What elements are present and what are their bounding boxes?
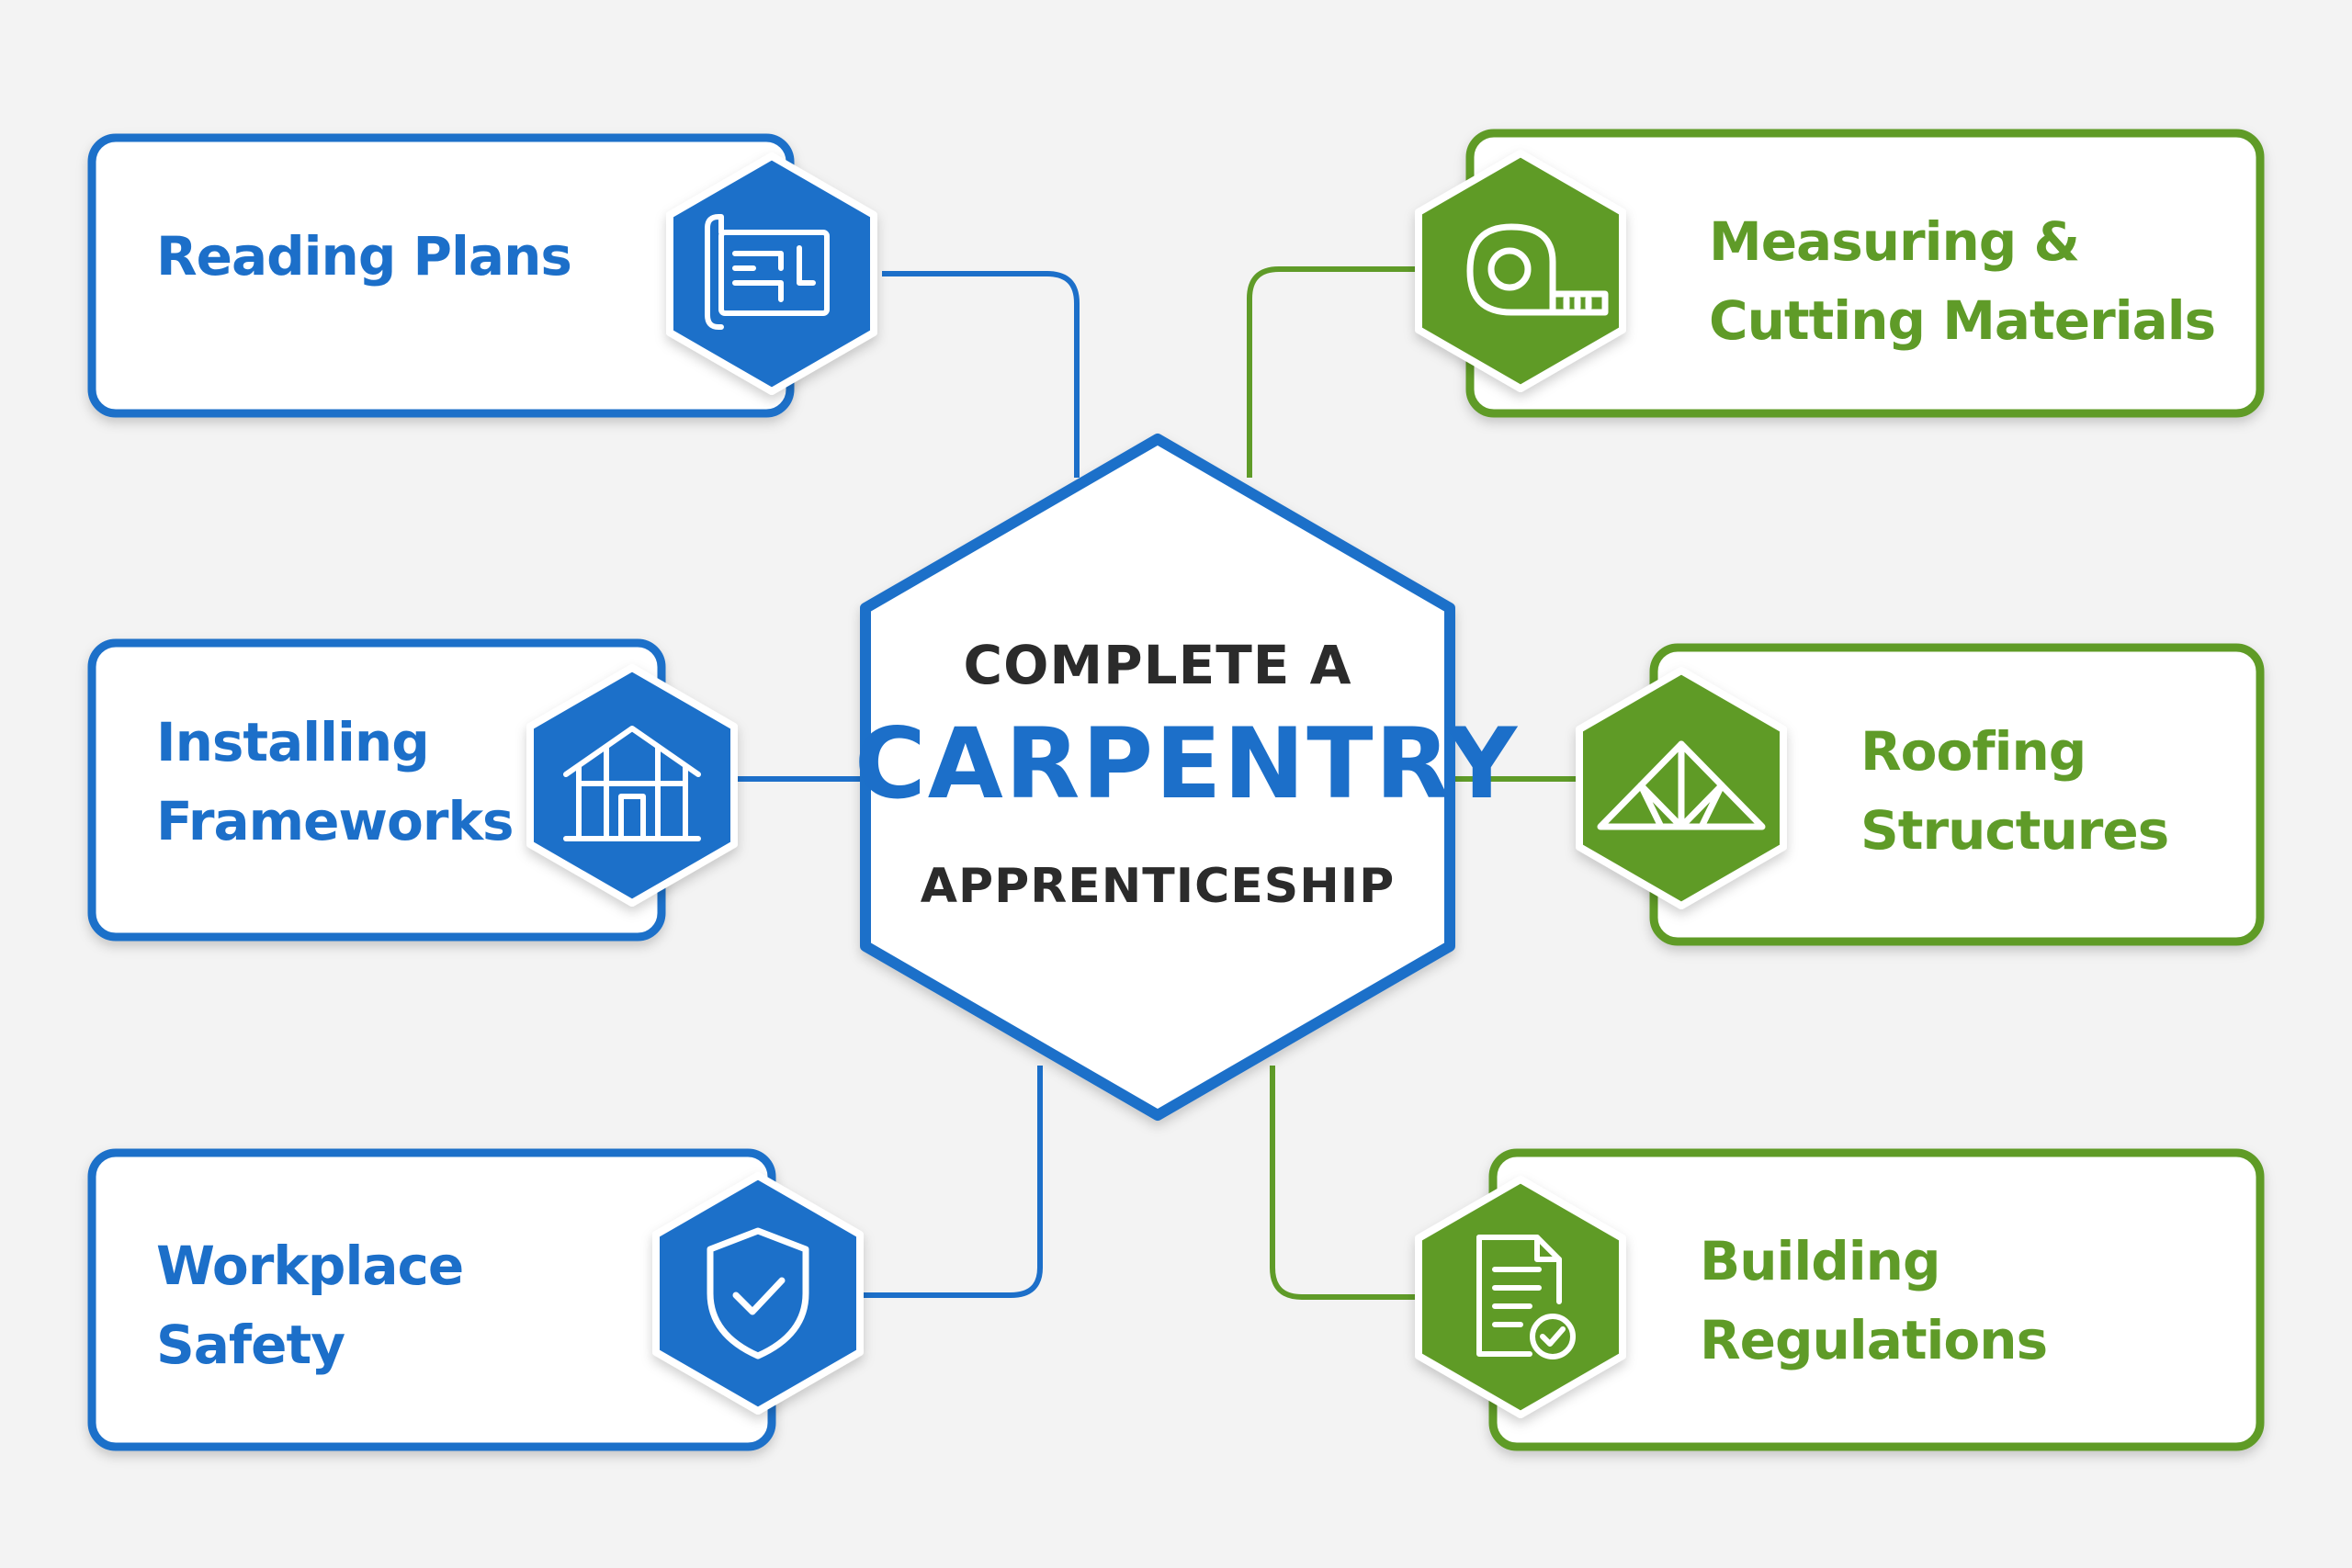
label-roofing-structures: Roofing Structures bbox=[1860, 712, 2169, 870]
connector-workplace-safety bbox=[864, 1066, 1043, 1298]
label-line: Measuring & bbox=[1709, 210, 2080, 273]
tape-measure-icon bbox=[1415, 150, 1626, 392]
document-check-icon bbox=[1415, 1176, 1626, 1418]
label-line: Workplace bbox=[156, 1235, 464, 1297]
label-reading-plans: Reading Plans bbox=[156, 217, 572, 296]
label-line: Roofing bbox=[1860, 720, 2086, 783]
label-measuring-cutting: Measuring & Cutting Materials bbox=[1709, 202, 2216, 360]
label-line: Regulations bbox=[1700, 1309, 2048, 1371]
connector-reading-plans bbox=[882, 271, 1080, 478]
house-frame-icon bbox=[526, 664, 738, 907]
connector-lines bbox=[735, 266, 1580, 1300]
label-line: Reading Plans bbox=[156, 225, 572, 288]
center-hexagon bbox=[860, 434, 1455, 1121]
connector-building-regulations bbox=[1270, 1066, 1419, 1300]
connector-measuring-cutting bbox=[1247, 266, 1415, 478]
label-installing-frameworks: Installing Frameworks bbox=[156, 703, 514, 861]
center-title-line1: COMPLETE A bbox=[963, 634, 1352, 696]
label-line: Cutting Materials bbox=[1709, 289, 2216, 352]
label-line: Safety bbox=[156, 1314, 345, 1376]
label-building-regulations: Building Regulations bbox=[1700, 1222, 2048, 1380]
label-line: Structures bbox=[1860, 799, 2169, 862]
label-line: Building bbox=[1700, 1230, 1940, 1292]
shield-check-icon bbox=[652, 1172, 864, 1415]
label-workplace-safety: Workplace Safety bbox=[156, 1226, 464, 1384]
center-title-main: CARPENTRY bbox=[854, 707, 1520, 820]
center-title-line3: APPRENTICESHIP bbox=[920, 859, 1396, 914]
roof-truss-icon bbox=[1576, 667, 1787, 909]
blueprint-icon bbox=[666, 152, 877, 395]
label-line: Installing bbox=[156, 711, 430, 773]
label-line: Frameworks bbox=[156, 790, 514, 852]
